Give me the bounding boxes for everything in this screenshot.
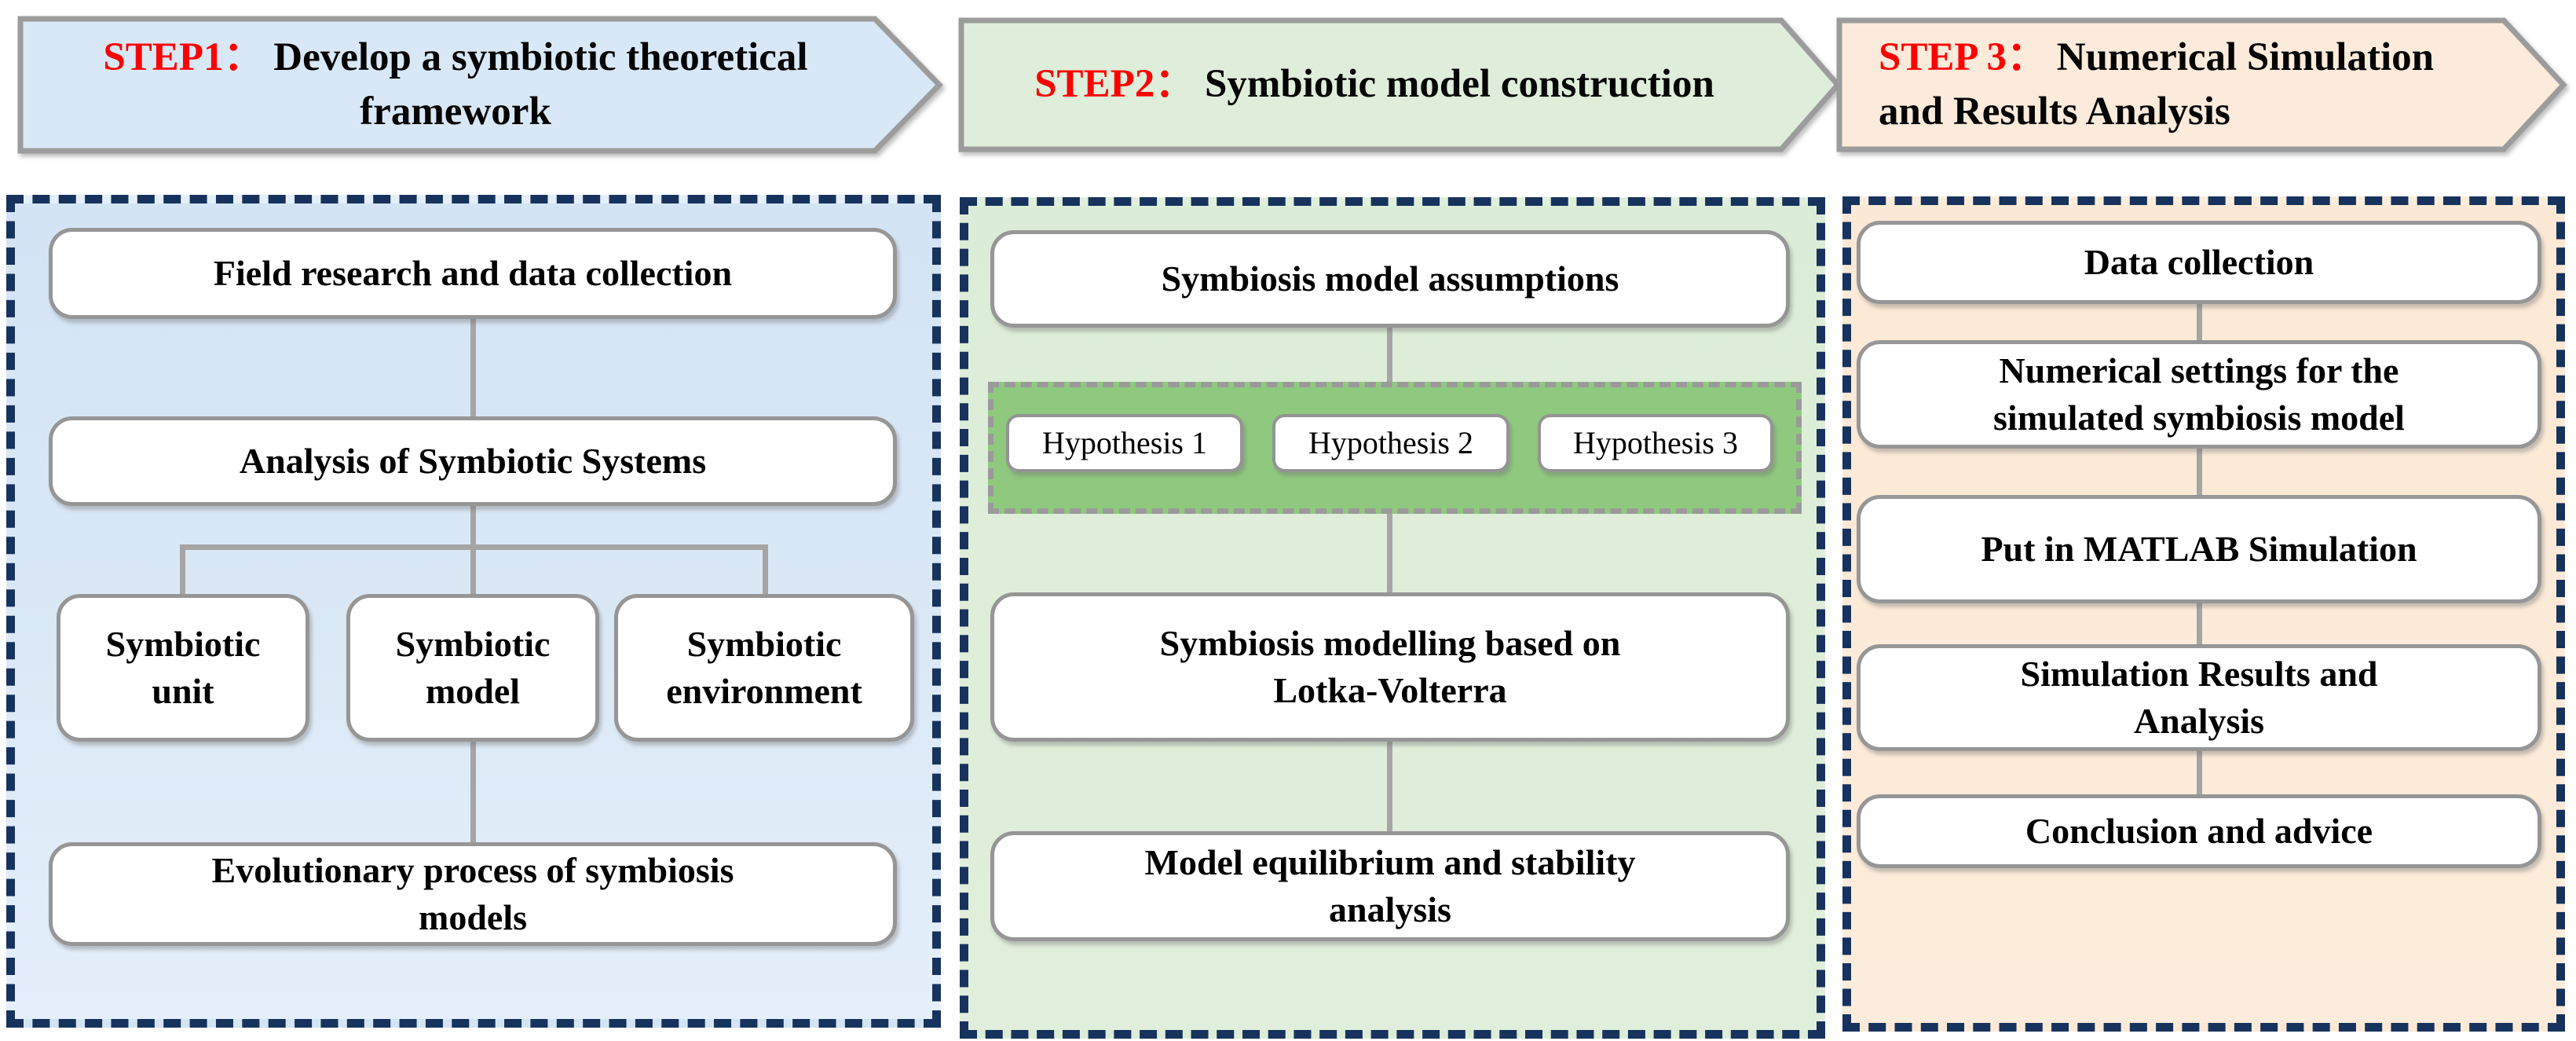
box-field-research: Field research and data collection bbox=[49, 228, 897, 319]
box-numerical-settings: Numerical settings for the simulated sym… bbox=[1857, 340, 2541, 449]
step2-header-label: STEP2： Symbiotic model construction bbox=[978, 17, 1771, 152]
step3-label-prefix: STEP 3： bbox=[1879, 35, 2057, 79]
connector-settings-to-matlab bbox=[2197, 449, 2202, 495]
box-conclusion-advice: Conclusion and advice bbox=[1857, 794, 2541, 868]
box-evolutionary-process: Evolutionary process of symbiosis models bbox=[49, 842, 897, 946]
step1-label-title: Develop a symbiotic theoretical framewor… bbox=[273, 35, 808, 134]
step2-arrow-banner bbox=[958, 17, 1842, 152]
connector-assumptions-to-hypotheses bbox=[1387, 328, 1392, 383]
step2-label-prefix: STEP2： bbox=[1034, 62, 1205, 107]
connector-results-to-conclusion bbox=[2197, 751, 2202, 794]
box-symbiotic-unit: Symbiotic unit bbox=[57, 594, 309, 742]
box-data-collection: Data collection bbox=[1857, 221, 2541, 304]
box-symbiotic-environment: Symbiotic environment bbox=[614, 594, 914, 742]
box-model-equilibrium-stability: Model equilibrium and stability analysis bbox=[990, 831, 1790, 941]
connector-branch-horizontal bbox=[180, 544, 768, 550]
step3-header-label: STEP 3： Numerical Simulation and Results… bbox=[1879, 17, 2530, 152]
step1-label-prefix: STEP1： bbox=[103, 35, 274, 79]
step2-label-title: Symbiotic model construction bbox=[1205, 62, 1714, 107]
panel-step3-simulation-analysis bbox=[1842, 196, 2565, 1032]
box-matlab-simulation: Put in MATLAB Simulation bbox=[1857, 495, 2541, 603]
box-hypothesis-1: Hypothesis 1 bbox=[1006, 414, 1243, 472]
connector-branch-to-model bbox=[470, 548, 476, 596]
connector-matlab-to-results bbox=[2197, 603, 2202, 644]
connector-modelling-to-equilibrium bbox=[1387, 742, 1392, 831]
box-hypothesis-3: Hypothesis 3 bbox=[1538, 414, 1773, 472]
box-simulation-results-analysis: Simulation Results and Analysis bbox=[1857, 644, 2541, 751]
connector-branch-to-environment bbox=[763, 548, 768, 596]
connector-data-to-settings bbox=[2197, 304, 2202, 340]
connector-analysis-to-branch bbox=[470, 506, 476, 547]
step1-arrow-banner bbox=[17, 16, 943, 154]
connector-model-to-evolutionary bbox=[470, 742, 476, 844]
box-symbiosis-model-assumptions: Symbiosis model assumptions bbox=[990, 230, 1790, 328]
connector-branch-to-unit bbox=[180, 548, 185, 596]
box-analysis-symbiotic-systems: Analysis of Symbiotic Systems bbox=[49, 416, 897, 506]
step3-arrow-banner bbox=[1836, 17, 2567, 152]
step1-header-label: STEP1： Develop a symbiotic theoretical f… bbox=[31, 16, 880, 154]
box-hypothesis-2: Hypothesis 2 bbox=[1272, 414, 1509, 472]
connector-hypotheses-to-modelling bbox=[1387, 514, 1392, 592]
box-symbiotic-model: Symbiotic model bbox=[346, 594, 599, 742]
step3-arrow-shape bbox=[1836, 17, 2567, 152]
box-symbiosis-modelling-lotka-volterra: Symbiosis modelling based on Lotka-Volte… bbox=[990, 592, 1790, 742]
step3-label-title: Numerical Simulation and Results Analysi… bbox=[1879, 35, 2434, 134]
connector-field-to-analysis bbox=[470, 319, 476, 416]
step2-arrow-shape bbox=[958, 17, 1842, 152]
step1-arrow-shape bbox=[17, 16, 943, 154]
